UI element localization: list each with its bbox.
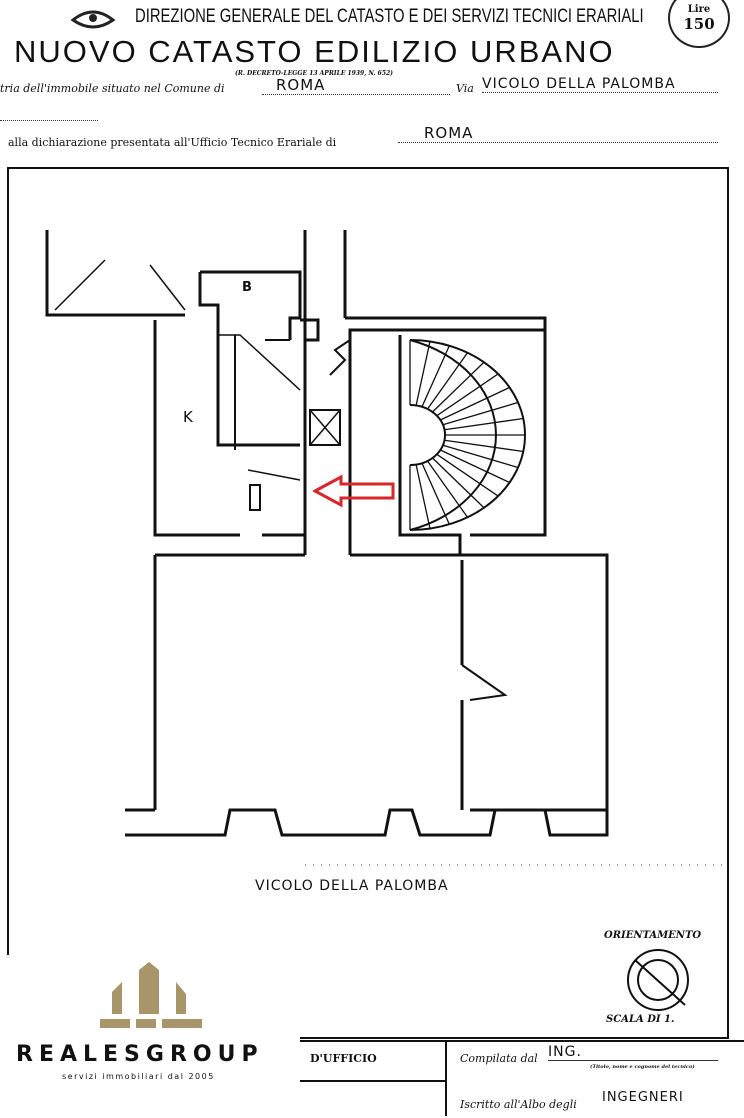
stair-step — [444, 417, 524, 431]
footer-divider — [300, 1080, 445, 1082]
stair-step — [444, 439, 524, 453]
stair-step — [440, 386, 510, 421]
stair-step — [432, 457, 485, 509]
orientation-label: ORIENTAMENTO — [604, 930, 702, 941]
stair-step — [415, 341, 431, 406]
via-field: VICOLO DELLA PALOMBA — [482, 76, 718, 93]
decree-reference: (R. DECRETO-LEGGE 13 APRILE 1939, N. 652… — [235, 70, 394, 77]
divider — [0, 120, 98, 121]
compiled-label: Compilata dal — [460, 1052, 538, 1065]
comune-label: tria dell'immobile situato nel Comune di — [0, 82, 225, 95]
street-label: VICOLO DELLA PALOMBA — [255, 878, 449, 894]
stair-step — [436, 373, 499, 417]
stair-step — [421, 462, 450, 525]
emblem-icon — [68, 8, 118, 30]
document-title: NUOVO CATASTO EDILIZIO URBANO — [14, 34, 615, 69]
footer-divider — [445, 1040, 447, 1116]
room-k-label: K — [183, 408, 194, 426]
logo-tagline: servizi immobiliari dal 2005 — [62, 1072, 215, 1081]
ufficio-label: alla dichiarazione presentata all'Uffici… — [8, 136, 337, 149]
stamp: Lire 150 — [668, 0, 730, 48]
stair-step — [421, 345, 450, 408]
stair-step — [442, 444, 519, 469]
ufficio-field: ROMA — [398, 124, 718, 143]
room-b-label: B — [242, 280, 253, 295]
registered-label: Iscritto all'Albo degli — [460, 1098, 577, 1111]
stair-step — [415, 464, 431, 529]
stair-step — [426, 460, 469, 518]
stair-step — [436, 453, 499, 497]
realesgroup-logo-icon — [100, 962, 202, 1028]
location-arrow-icon — [313, 474, 395, 508]
compiled-hint: (Titolo, nome e cognome del tecnico) — [590, 1064, 695, 1070]
compiled-field: ING. — [548, 1044, 718, 1061]
office-label: D'UFFICIO — [310, 1052, 377, 1065]
stair-step — [442, 401, 519, 426]
stamp-value: 150 — [683, 15, 715, 33]
registered-field: INGEGNERI — [602, 1090, 684, 1105]
stair-step — [440, 449, 510, 484]
comune-field: ROMA — [262, 76, 450, 95]
floor-plan — [7, 167, 729, 1040]
agency-heading: DIREZIONE GENERALE DEL CATASTO E DEI SER… — [135, 6, 644, 27]
logo-name: REALESGROUP — [16, 1042, 264, 1067]
stamp-top: Lire — [687, 4, 711, 15]
via-label: Via — [456, 82, 474, 95]
stair-step — [426, 352, 469, 410]
stair-step — [432, 361, 485, 413]
scale-label: SCALA DI 1. — [606, 1014, 675, 1025]
footer-form — [300, 1040, 744, 1118]
